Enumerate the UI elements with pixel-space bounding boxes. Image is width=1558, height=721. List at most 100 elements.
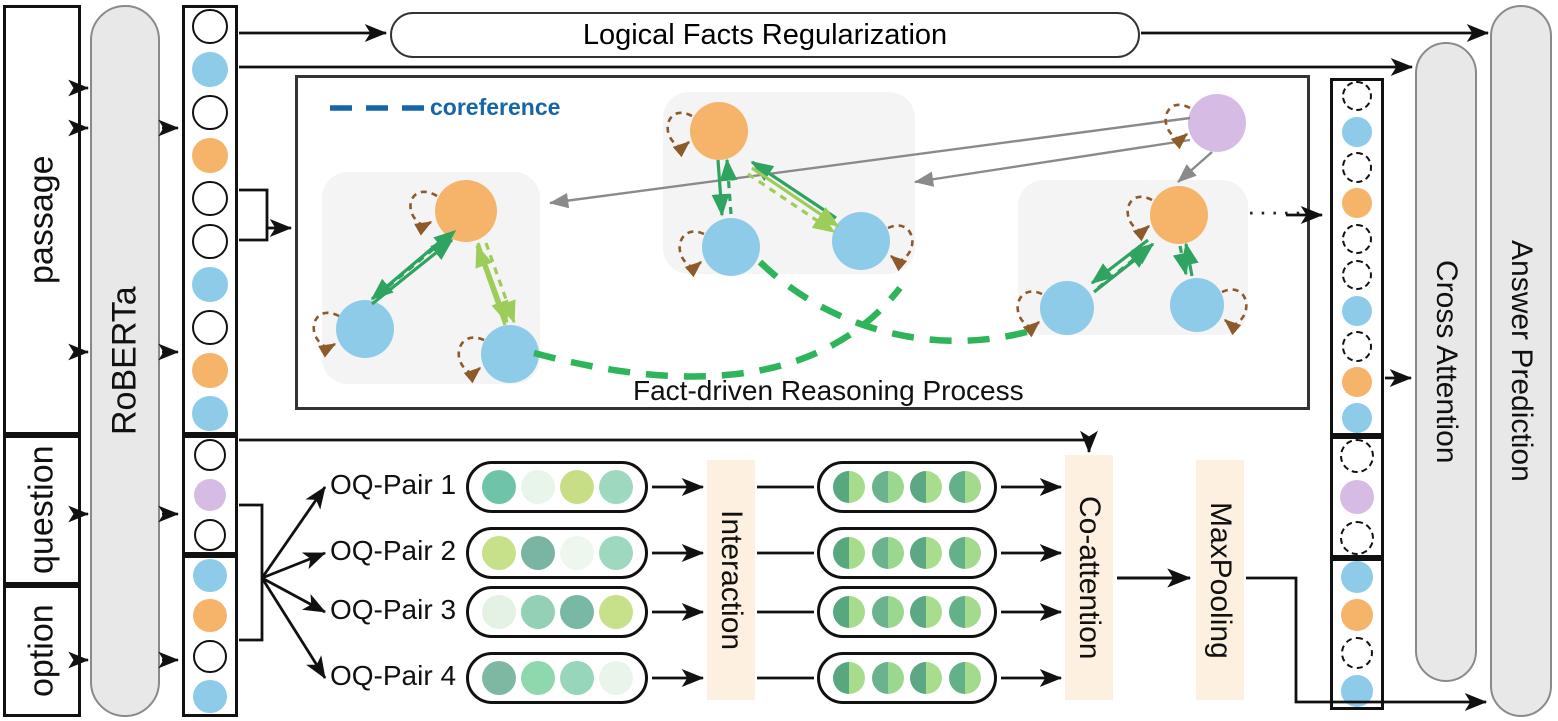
- output-dot-blue: [1341, 295, 1373, 326]
- graph-node-orange: [435, 180, 497, 242]
- answer-prediction-block: Answer Prediction: [1490, 5, 1552, 717]
- oq-pair-value-dot: [598, 661, 633, 695]
- interaction-value-dot: [910, 662, 943, 694]
- output-dot-dash: [1341, 152, 1373, 183]
- reasoning-ellipsis: ·····: [1247, 196, 1306, 226]
- coreference-legend-label: coreference: [430, 94, 561, 120]
- output-dot-dash: [1340, 520, 1374, 555]
- logical-facts-regularization-bar: Logical Facts Regularization: [390, 12, 1140, 58]
- oq-pair-value-dot: [559, 661, 594, 695]
- oq-pair-capsule: [466, 527, 648, 579]
- oq-pair-value-dot: [598, 470, 633, 504]
- token-dot-blue: [192, 266, 228, 303]
- interaction-strip: Interaction: [707, 460, 755, 700]
- co-attention-label: Co-attention: [1073, 495, 1106, 660]
- interaction-label: Interaction: [715, 509, 748, 651]
- token-dot-empty: [193, 438, 227, 472]
- oq-pair-label: OQ-Pair 2: [330, 535, 457, 566]
- token-dot-empty: [193, 518, 227, 552]
- output-dot-dash: [1341, 331, 1373, 362]
- interaction-value-dot: [871, 662, 904, 694]
- input-box-question: question: [3, 435, 81, 585]
- token-dot-blue: [193, 558, 227, 592]
- input-label-option: option: [22, 604, 61, 698]
- input-label-passage: passage: [22, 155, 61, 285]
- max-pooling-label: MaxPooling: [1204, 501, 1237, 659]
- interaction-value-dot: [948, 596, 981, 628]
- graph-node-blue: [702, 218, 760, 276]
- interaction-value-dot: [833, 596, 866, 628]
- reasoning-panel-caption: Fact-driven Reasoning Process: [633, 375, 1024, 406]
- output-dot-purple: [1340, 480, 1374, 514]
- interaction-value-dot: [833, 471, 866, 503]
- encoder-roberta: RoBERTa: [90, 5, 160, 717]
- token-dot-orange: [192, 352, 228, 389]
- graph-node-orange: [1150, 186, 1208, 244]
- encoder-label: RoBERTa: [105, 286, 144, 436]
- oq-pair-value-dot: [520, 661, 555, 695]
- oq-pair-label: OQ-Pair 3: [330, 594, 457, 625]
- graph-node-purple: [1188, 94, 1246, 152]
- oq-pair-value-dot: [520, 595, 555, 629]
- oq-pair-value-dot: [559, 470, 594, 504]
- input-label-question: question: [22, 445, 61, 575]
- token-dot-blue: [192, 51, 228, 88]
- interaction-value-dot: [833, 537, 866, 569]
- co-attention-strip: Co-attention: [1065, 455, 1113, 700]
- logical-facts-regularization-label: Logical Facts Regularization: [582, 18, 948, 51]
- cross-attention-label: Cross Attention: [1430, 260, 1463, 464]
- token-dot-purple: [193, 478, 227, 512]
- interaction-value-dot: [910, 471, 943, 503]
- output-dot-blue: [1341, 675, 1373, 707]
- token-dot-empty: [192, 94, 228, 131]
- interaction-output-capsule: [817, 527, 997, 579]
- interaction-value-dot: [948, 537, 981, 569]
- interaction-value-dot: [910, 596, 943, 628]
- output-dot-orange: [1341, 367, 1373, 398]
- input-box-option: option: [3, 585, 81, 717]
- output-dot-dash: [1341, 637, 1373, 669]
- oq-pair-value-dot: [481, 536, 516, 570]
- token-dot-empty: [193, 639, 227, 673]
- input-box-passage: passage: [3, 5, 81, 435]
- token-dot-empty: [192, 309, 228, 346]
- interaction-output-capsule: [817, 461, 997, 513]
- output-dot-dash: [1341, 224, 1373, 255]
- interaction-value-dot: [948, 662, 981, 694]
- oq-pair-capsule: [466, 586, 648, 638]
- interaction-output-capsule: [817, 586, 997, 638]
- max-pooling-strip: MaxPooling: [1196, 460, 1244, 700]
- answer-prediction-label: Answer Prediction: [1505, 240, 1538, 482]
- interaction-value-dot: [948, 471, 981, 503]
- oq-pair-label: OQ-Pair 4: [330, 660, 457, 691]
- oq-pair-value-dot: [520, 536, 555, 570]
- interaction-value-dot: [871, 471, 904, 503]
- oq-pair-value-dot: [520, 470, 555, 504]
- interaction-value-dot: [871, 596, 904, 628]
- token-dot-blue: [193, 680, 227, 714]
- graph-node-blue: [1040, 281, 1094, 335]
- oq-pair-value-dot: [598, 595, 633, 629]
- token-dot-orange: [192, 137, 228, 174]
- cross-attention-block: Cross Attention: [1415, 42, 1477, 682]
- oq-pair-value-dot: [559, 536, 594, 570]
- token-dot-blue: [192, 395, 228, 432]
- oq-pair-capsule: [466, 461, 648, 513]
- graph-node-blue: [1170, 278, 1224, 332]
- oq-pair-capsule: [466, 652, 648, 704]
- graph-node-blue: [336, 300, 394, 358]
- oq-pair-value-dot: [481, 470, 516, 504]
- token-dot-empty: [192, 8, 228, 45]
- token-dot-orange: [193, 599, 227, 633]
- output-dot-dash: [1341, 259, 1373, 290]
- token-dot-empty: [192, 223, 228, 260]
- interaction-value-dot: [910, 537, 943, 569]
- output-dot-blue: [1341, 403, 1373, 434]
- interaction-value-dot: [833, 662, 866, 694]
- interaction-output-capsule: [817, 652, 997, 704]
- oq-pair-label: OQ-Pair 1: [330, 469, 457, 500]
- output-dot-dash: [1340, 439, 1374, 474]
- output-dot-orange: [1341, 599, 1373, 631]
- output-dot-blue: [1341, 561, 1373, 593]
- oq-pair-value-dot: [559, 595, 594, 629]
